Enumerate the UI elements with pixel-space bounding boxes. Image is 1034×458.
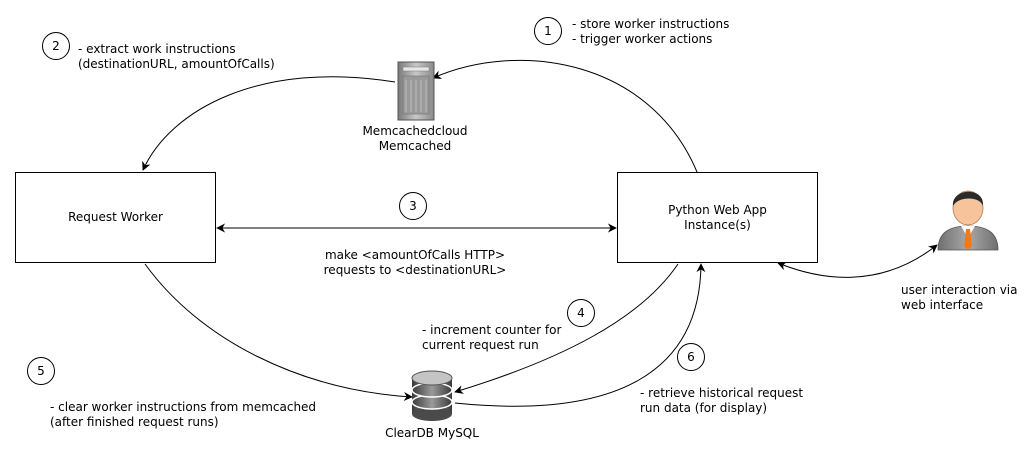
step-3-badge: 3 [399, 192, 427, 220]
edge-user-webapp [777, 244, 938, 278]
step-1-badge: 1 [534, 17, 562, 45]
edge-memcached-to-worker [142, 76, 396, 171]
mysql-label: ClearDB MySQL [385, 426, 479, 440]
edge-mysql-to-webapp [454, 263, 706, 407]
user-icon [937, 190, 999, 251]
step-2-badge: 2 [42, 32, 70, 60]
server-icon [397, 61, 435, 121]
user-label: user interaction via web interface [901, 283, 1018, 312]
edge-webapp-to-mysql [454, 263, 679, 394]
database-icon [411, 370, 453, 421]
step-5-text: - clear worker instructions from memcach… [50, 400, 317, 429]
step-4-badge: 4 [567, 299, 595, 327]
edge-webapp-to-memcached [432, 59, 698, 173]
step-3-text: make <amountOfCalls HTTP> requests to <d… [323, 248, 507, 277]
python-web-app-box: Python Web App Instance(s) [617, 172, 818, 263]
step-5-badge: 5 [27, 357, 55, 385]
step-2-text: - extract work instructions (destination… [78, 42, 275, 71]
step-4-text: - increment counter for current request … [422, 323, 562, 352]
request-worker-box: Request Worker [15, 172, 216, 263]
edge-worker-to-mysql [144, 263, 413, 401]
step-6-badge: 6 [677, 343, 705, 371]
memcached-label: Memcachedcloud Memcached [362, 124, 468, 153]
step-1-text: - store worker instructions - trigger wo… [572, 17, 730, 46]
step-6-text: - retrieve historical request run data (… [640, 386, 804, 415]
